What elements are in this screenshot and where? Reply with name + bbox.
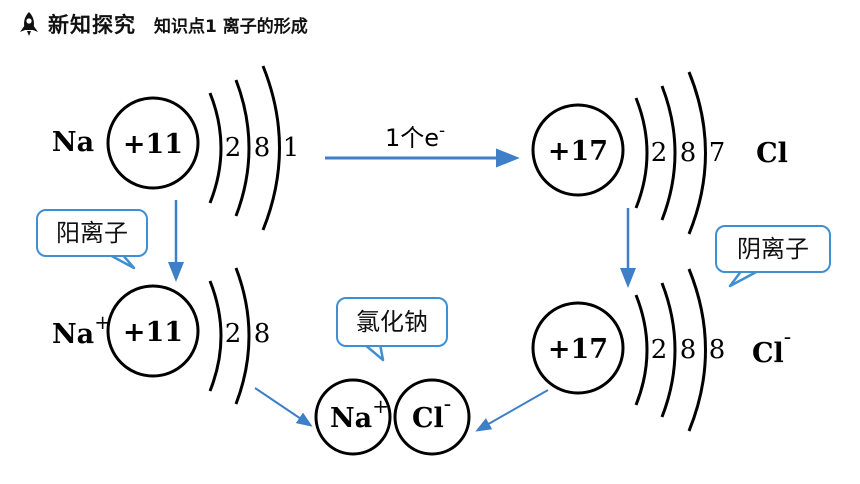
anion-bubble: 阴离子 <box>715 225 831 273</box>
chlorine-shell-count-3: 7 <box>709 138 726 168</box>
compound-sodium-ion <box>314 378 392 456</box>
chloride-ion-shell-count-2: 8 <box>680 335 697 365</box>
chlorine-shell-arc-2 <box>660 85 677 221</box>
chloride-ion-symbol: Cl- <box>752 325 791 369</box>
compound-bubble: 氯化钠 <box>336 297 448 347</box>
sodium-ion-nuclear-charge: +11 <box>123 317 183 348</box>
sodium-nucleus <box>106 96 200 190</box>
sodium-shell-arc-3 <box>261 65 281 231</box>
page-subtitle: 知识点1 离子的形成 <box>154 16 308 37</box>
anion-bubble-tail <box>728 268 761 288</box>
sodium-ion-shell-count-1: 2 <box>225 319 242 349</box>
chloride-ion-shell-count-1: 2 <box>651 335 668 365</box>
sodium-shell-arc-2 <box>234 79 251 217</box>
rocket-icon <box>20 12 38 36</box>
sodium-atom: +11 Na 2 8 1 <box>52 65 300 231</box>
compound-chloride-ion <box>393 378 471 456</box>
chloride-ion-shell-count-3: 8 <box>709 335 726 365</box>
cation-bubble: 阳离子 <box>36 209 148 257</box>
chloride-ion-to-compound-arrow <box>475 389 549 432</box>
chloride-ion-shell-arc-1 <box>634 294 649 406</box>
compound-sodium-label: Na+ <box>330 394 389 434</box>
sodium-ion-to-compound-arrow <box>254 387 313 427</box>
sodium-symbol: Na <box>52 127 94 158</box>
page-title: 新知探究 <box>48 13 136 37</box>
chlorine-shell-count-2: 8 <box>680 138 697 168</box>
sodium-nuclear-charge: +11 <box>123 129 183 160</box>
sodium-shell-arc-1 <box>208 92 223 204</box>
chlorine-atom: +17 2 8 7 Cl <box>531 71 788 235</box>
compound-bubble-tail <box>363 343 385 362</box>
electron-transfer: 1个e- <box>325 121 520 168</box>
sodium-ion-nucleus <box>106 284 200 378</box>
sodium-ion-shell-arc-2 <box>234 267 251 405</box>
sodium-shell-count-3: 1 <box>283 133 300 163</box>
sodium-ion-shell-arc-1 <box>208 280 223 392</box>
sodium-shell-count-2: 8 <box>254 133 271 163</box>
chlorine-shell-count-1: 2 <box>651 138 668 168</box>
compound-chloride-label: Cl- <box>412 392 451 434</box>
electron-transfer-label: 1个e- <box>385 121 445 152</box>
chlorine-nucleus <box>531 103 625 197</box>
chloride-ion: +17 2 8 8 Cl- <box>531 268 791 432</box>
chlorine-shell-arc-1 <box>634 97 649 209</box>
chlorine-symbol: Cl <box>756 138 788 169</box>
header: 新知探究 知识点1 离子的形成 <box>18 8 308 40</box>
sodium-ion-symbol: Na+ <box>52 310 111 350</box>
sodium-ion-shell-count-2: 8 <box>254 319 271 349</box>
cation-bubble-tail <box>107 252 136 270</box>
chlorine-shell-arc-3 <box>687 71 707 235</box>
chloride-ion-shell-arc-2 <box>660 282 677 418</box>
chlorine-nuclear-charge: +17 <box>548 136 608 167</box>
chloride-ion-nuclear-charge: +17 <box>548 334 608 365</box>
chloride-ion-nucleus <box>531 301 625 395</box>
chloride-ion-shell-arc-3 <box>687 268 707 432</box>
sodium-shell-count-1: 2 <box>225 133 242 163</box>
sodium-chloride-compound: Na+ Cl- <box>314 378 471 456</box>
sodium-ion: +11 Na+ 2 8 <box>52 267 271 405</box>
